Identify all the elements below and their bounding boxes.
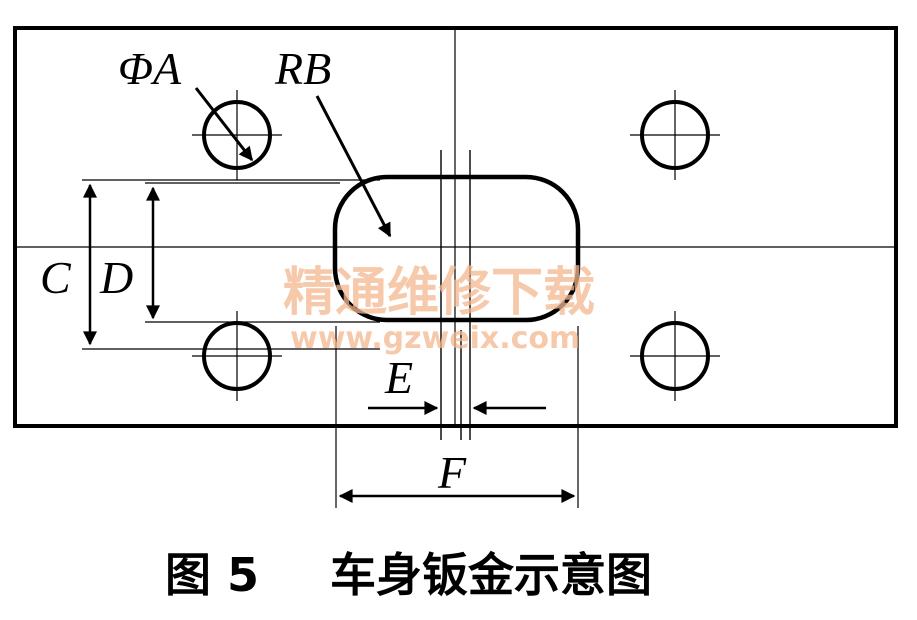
label-f: F <box>437 447 467 498</box>
leader-phi-a <box>194 87 254 162</box>
leader-rb <box>315 95 392 238</box>
label-c: C <box>40 252 72 303</box>
label-rb: RB <box>274 43 331 94</box>
label-phi-a: ΦA <box>118 43 182 94</box>
caption-number: 图 5 <box>165 548 259 602</box>
label-e: E <box>384 352 413 403</box>
center-slot <box>332 174 581 323</box>
label-d: D <box>99 252 133 303</box>
watermark-site-name: 精通维修下载 <box>283 263 595 323</box>
hole-bottom-right <box>630 311 720 401</box>
hole-top-left <box>192 90 282 180</box>
hole-top-right <box>630 90 720 180</box>
hole-bottom-left <box>192 311 282 401</box>
caption-title: 车身钣金示意图 <box>330 548 652 602</box>
watermark-url: www.gzweix.com <box>290 321 580 356</box>
